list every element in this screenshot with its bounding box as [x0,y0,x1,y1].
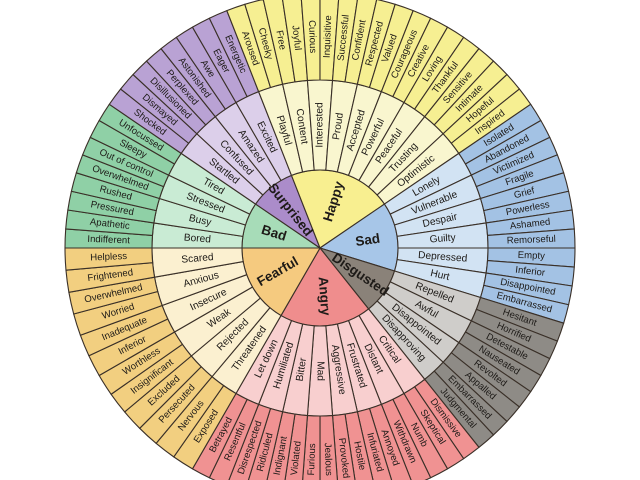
secondary-label-mad: Mad [314,361,325,381]
tertiary-label-inferior: Inferior [515,265,547,279]
secondary-label-depressed: Depressed [418,250,468,265]
tertiary-label-indifferent: Indifferent [87,234,130,247]
wheel-segments [64,0,576,480]
tertiary-label-furious: Furious [306,443,318,476]
tertiary-label-inquisitive: Inquisitive [322,15,335,58]
tertiary-label-joyful: Joyful [289,25,303,51]
tertiary-label-grief: Grief [513,185,536,201]
tertiary-sector-helpless[interactable] [64,247,154,271]
core-label-bad: Bad [260,222,289,244]
tertiary-label-curious: Curious [306,20,318,54]
tertiary-label-remorseful: Remorseful [507,234,556,247]
tertiary-label-apathetic: Apathetic [89,217,130,232]
tertiary-label-helpless: Helpless [90,251,127,264]
core-label-sad: Sad [354,231,381,250]
secondary-label-bored: Bored [183,232,211,245]
secondary-label-content: Content [293,108,309,145]
core-label-angry: Angry [316,276,334,317]
tertiary-label-provoked: Provoked [336,437,351,479]
tertiary-label-empty: Empty [518,250,546,262]
secondary-label-hurt: Hurt [429,268,450,283]
secondary-label-proud: Proud [331,112,346,141]
secondary-label-guilty: Guilty [429,232,457,245]
tertiary-label-successful: Successful [336,14,352,61]
tertiary-label-jealous: Jealous [322,443,334,477]
tertiary-label-free: Free [273,29,287,50]
secondary-label-bitter: Bitter [295,356,310,382]
tertiary-label-ashamed: Ashamed [509,217,551,232]
tertiary-label-hostile: Hostile [351,440,367,471]
secondary-label-scared: Scared [181,252,214,266]
secondary-label-busy: Busy [188,213,213,229]
secondary-label-interested: Interested [315,102,326,148]
tertiary-label-violated: Violated [289,440,304,476]
